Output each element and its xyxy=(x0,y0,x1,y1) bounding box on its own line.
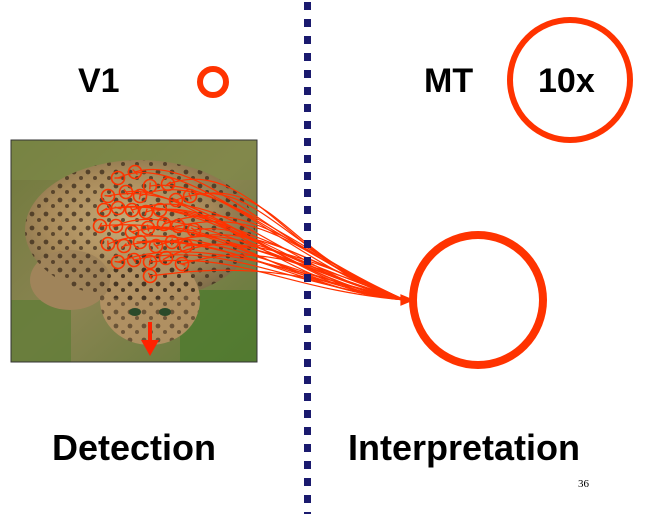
divider-dot xyxy=(304,104,311,112)
divider-dot xyxy=(304,257,311,265)
page-number: 36 xyxy=(578,478,589,490)
divider-dot xyxy=(304,2,311,10)
v1-field xyxy=(138,204,154,220)
v1-field xyxy=(96,202,112,218)
convergence-line xyxy=(133,254,406,301)
v1-field xyxy=(142,268,158,284)
v1-field xyxy=(156,216,172,232)
v1-field xyxy=(168,192,184,208)
convergence-line xyxy=(185,243,406,301)
divider-dot xyxy=(304,36,311,44)
v1-field xyxy=(142,254,158,270)
convergence-line xyxy=(163,215,406,301)
convergence-line xyxy=(149,269,406,301)
leopard-photo xyxy=(11,140,257,362)
divider-dot xyxy=(304,223,311,231)
v1-field xyxy=(182,188,198,204)
divider-dot xyxy=(304,53,311,61)
v1-field xyxy=(126,252,142,268)
v1-field xyxy=(116,238,132,254)
divider-dot xyxy=(304,478,311,486)
mt-label: MT xyxy=(424,62,474,100)
v1-field xyxy=(158,250,174,266)
divider-dot xyxy=(304,121,311,129)
v1-field xyxy=(92,218,108,234)
divider-dot xyxy=(304,410,311,418)
divider-dot xyxy=(304,274,311,282)
divider-dot xyxy=(304,376,311,384)
divider-dot xyxy=(304,444,311,452)
divider-dot xyxy=(304,87,311,95)
mt-target-circle xyxy=(409,231,547,369)
convergence-line xyxy=(181,254,406,301)
divider-dot xyxy=(304,308,311,316)
divider-dot xyxy=(304,461,311,469)
v1-field xyxy=(164,234,180,250)
divider-dot xyxy=(304,240,311,248)
v1-field xyxy=(160,176,176,192)
v1-field xyxy=(132,234,148,250)
divider-dot xyxy=(304,138,311,146)
convergence-line xyxy=(149,259,406,301)
mt-receptive-field-icon xyxy=(507,17,633,143)
divider-dot xyxy=(304,70,311,78)
v1-field xyxy=(140,220,156,236)
divider-dot xyxy=(304,342,311,350)
divider-dot xyxy=(304,206,311,214)
v1-field xyxy=(124,224,140,240)
divider-dot xyxy=(304,393,311,401)
motion-arrow-icon xyxy=(141,322,159,356)
convergence-line xyxy=(115,218,406,301)
v1-label: V1 xyxy=(78,62,120,100)
divider-dot xyxy=(304,19,311,27)
v1-field xyxy=(148,238,164,254)
v1-field xyxy=(186,222,202,238)
divider-dot xyxy=(304,495,311,503)
v1-field xyxy=(124,202,140,218)
convergence-arrowhead xyxy=(400,294,415,306)
v1-field xyxy=(110,200,126,216)
v1-receptive-field-icon xyxy=(197,66,229,98)
v1-receptive-fields xyxy=(92,164,202,284)
v1-field xyxy=(127,164,143,180)
divider-dot xyxy=(304,325,311,333)
interpretation-caption: Interpretation xyxy=(348,427,581,468)
divider-dot xyxy=(304,427,311,435)
v1-field xyxy=(178,238,194,254)
v1-field xyxy=(142,178,158,194)
v1-field xyxy=(118,184,134,200)
v1-field xyxy=(100,236,116,252)
divider-dot xyxy=(304,512,311,514)
v1-field xyxy=(132,188,148,204)
convergence-lines xyxy=(99,169,415,306)
divider-dot xyxy=(304,172,311,180)
v1-field xyxy=(108,218,124,234)
divider-dot xyxy=(304,359,311,367)
detection-caption: Detection xyxy=(52,427,217,468)
v1-field xyxy=(174,256,190,272)
divider-dot xyxy=(304,291,311,299)
mt-scale-label: 10x xyxy=(538,62,595,100)
v1-field xyxy=(170,218,186,234)
v1-field xyxy=(100,188,116,204)
divider-dot xyxy=(304,189,311,197)
v1-field xyxy=(152,202,168,218)
v1-field xyxy=(110,170,126,186)
vertical-divider xyxy=(304,2,311,514)
convergence-line xyxy=(165,243,406,301)
divider-dot xyxy=(304,155,311,163)
v1-field xyxy=(110,254,126,270)
